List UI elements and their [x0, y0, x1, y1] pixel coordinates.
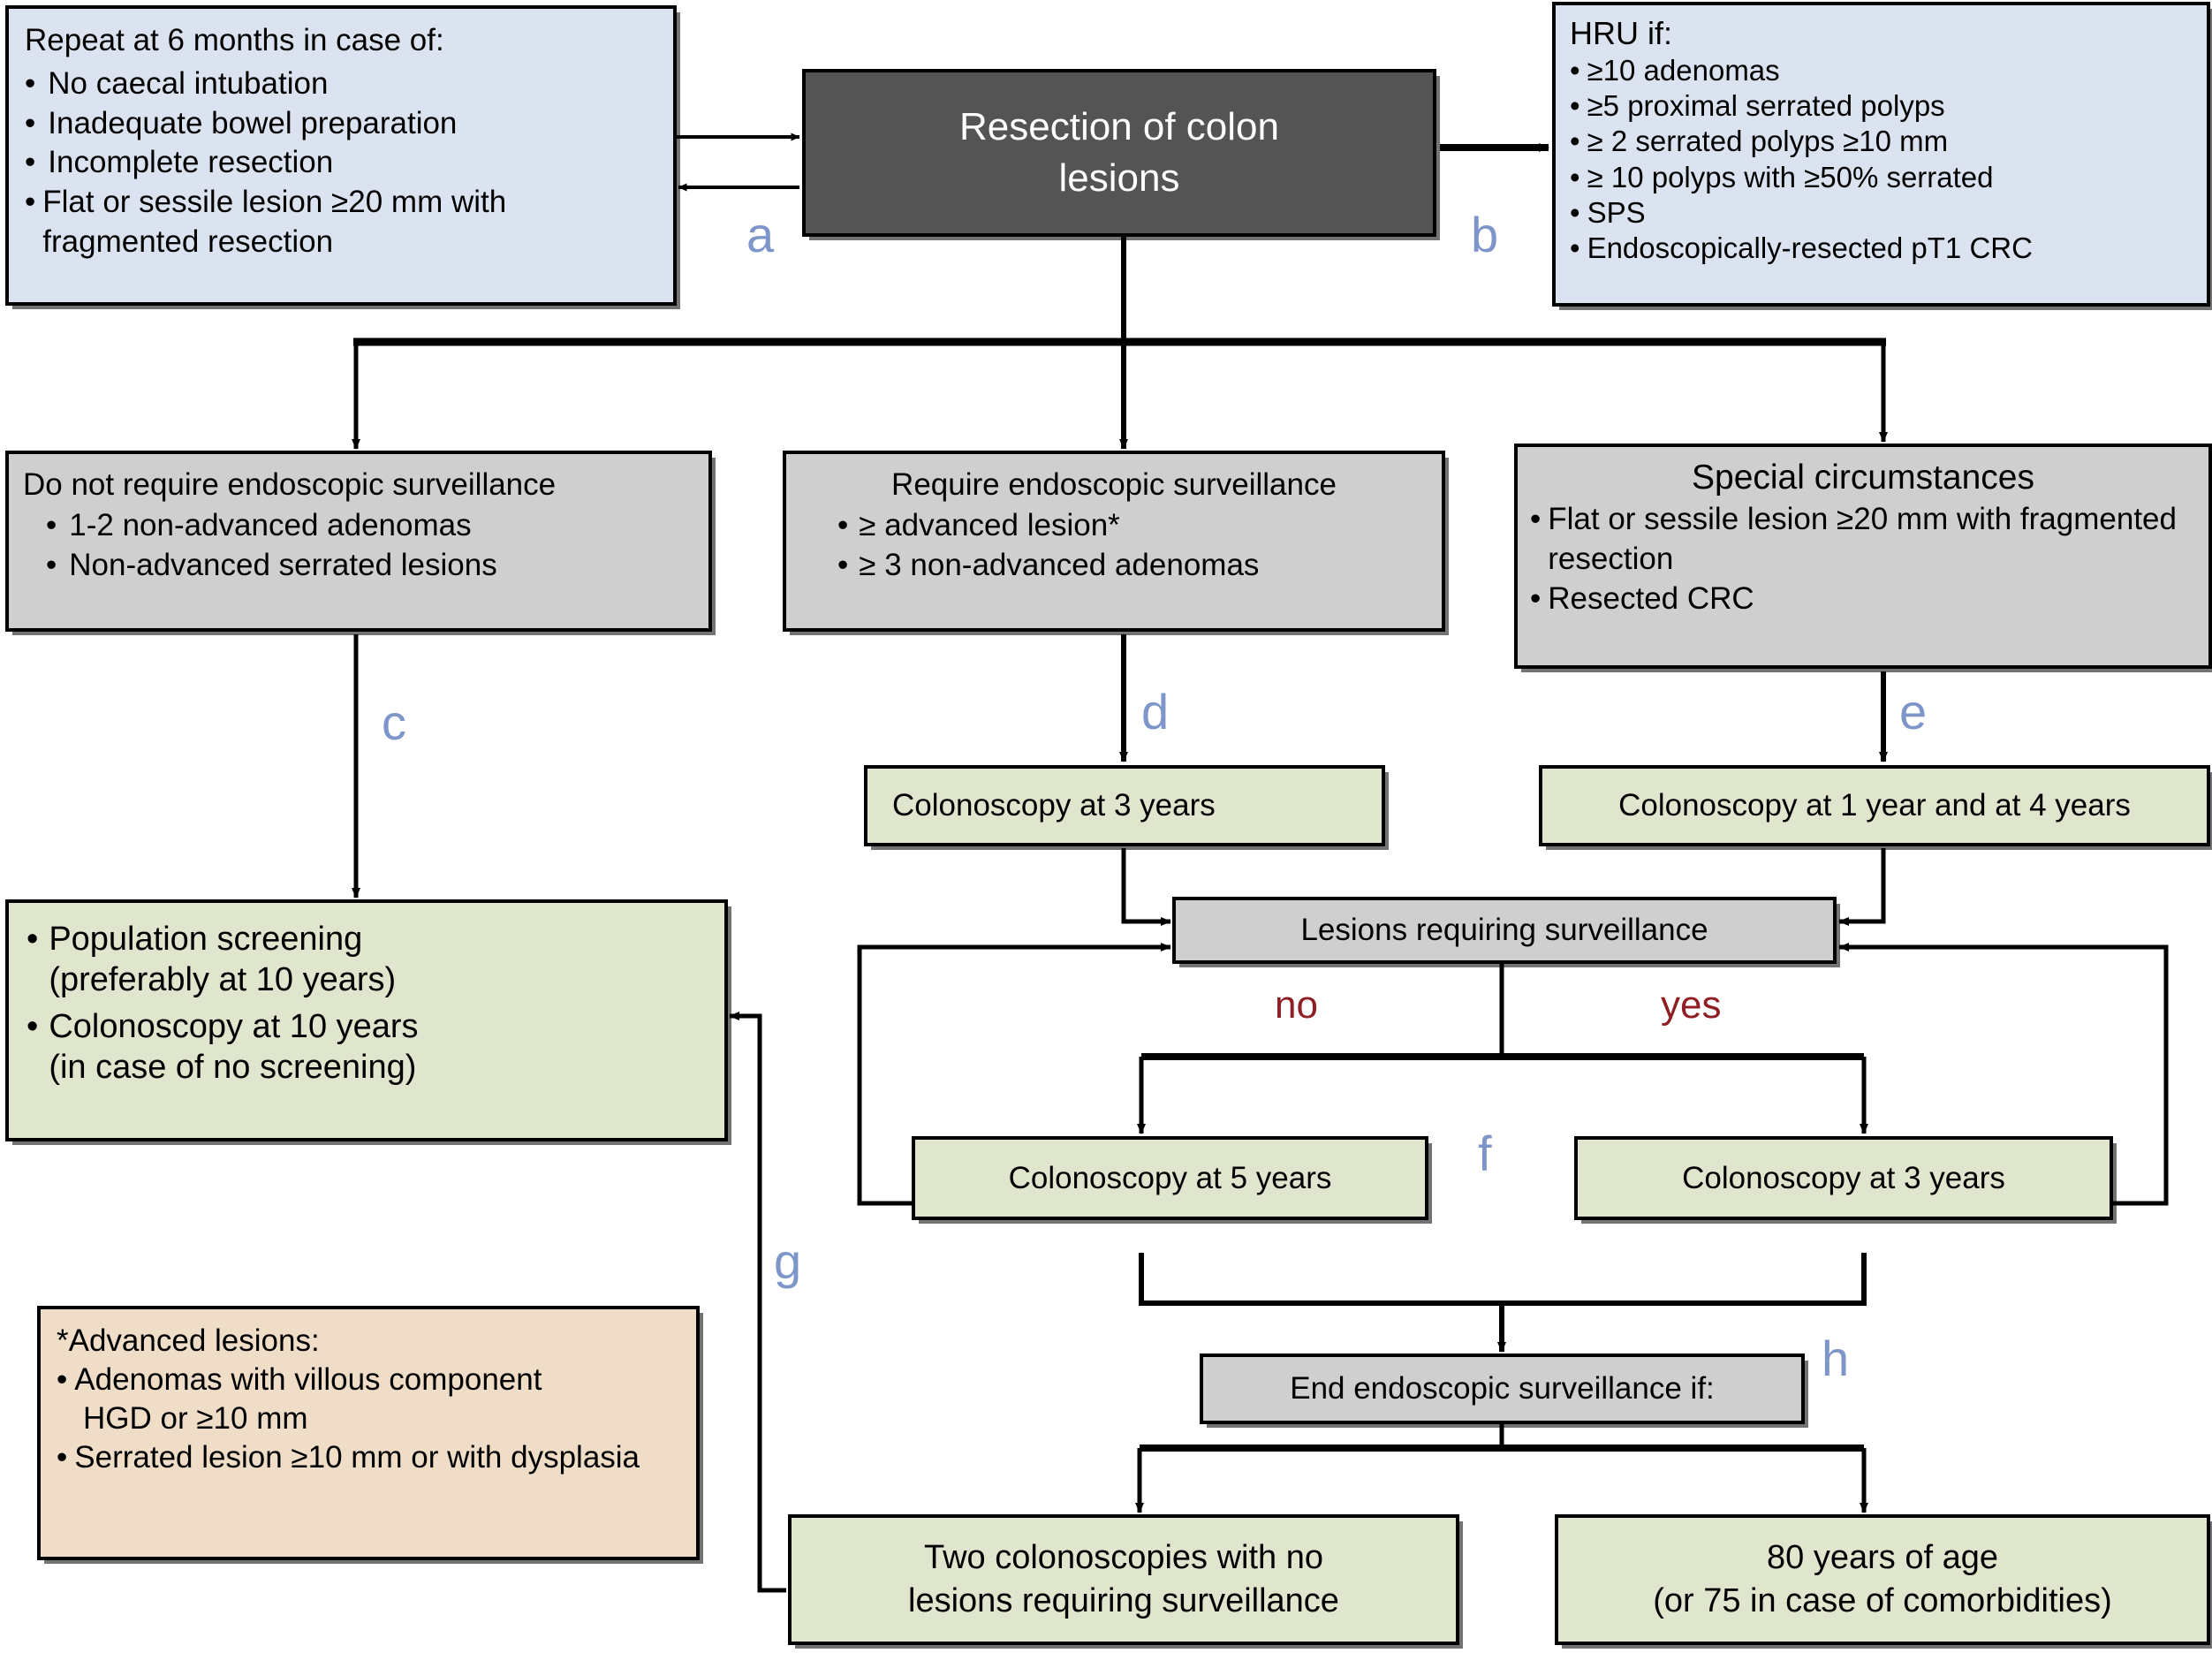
box-hru-if: HRU if: •≥10 adenomas •≥5 proximal serra…	[1552, 2, 2210, 307]
box-age-80: 80 years of age (or 75 in case of comorb…	[1555, 1514, 2210, 1645]
footnote-heading: *Advanced lesions:	[57, 1323, 320, 1358]
repeat-item: Inadequate bowel preparation	[48, 105, 458, 140]
resection-line-2: lesions	[1058, 156, 1180, 200]
bullet-icon: •	[25, 65, 36, 101]
bullet-icon: •	[25, 105, 36, 140]
box-colonoscopy-3-years-top: Colonoscopy at 3 years	[864, 765, 1385, 846]
lesions-requiring-label: Lesions requiring surveillance	[1300, 913, 1708, 947]
repeat-item: No caecal intubation	[48, 65, 329, 101]
age-80-line-1: 80 years of age	[1767, 1538, 1998, 1576]
repeat-item: Flat or sessile lesion ≥20 mm with fragm…	[42, 185, 515, 259]
bullet-icon: •	[46, 507, 57, 542]
hru-item: Endoscopically-resected pT1 CRC	[1587, 231, 2033, 265]
bullet-icon: •	[25, 145, 36, 180]
footnote-item: Serrated lesion ≥10 mm or with dysplasia	[74, 1440, 640, 1475]
special-item: Flat or sessile lesion ≥20 mm with fragm…	[1548, 501, 2185, 576]
box-colonoscopy-1y-4y: Colonoscopy at 1 year and at 4 years	[1539, 765, 2210, 846]
colo-5y-label: Colonoscopy at 5 years	[1008, 1160, 1332, 1195]
edge-label-f: f	[1478, 1126, 1492, 1181]
bullet-icon: •	[1570, 160, 1580, 193]
repeat-heading: Repeat at 6 months in case of:	[25, 23, 444, 57]
box-colonoscopy-5-years: Colonoscopy at 5 years	[912, 1136, 1428, 1220]
bullet-icon: •	[46, 548, 57, 582]
box-end-surveillance: End endoscopic surveillance if:	[1200, 1353, 1805, 1424]
bullet-icon: •	[57, 1440, 68, 1475]
edge-label-no: no	[1275, 983, 1318, 1027]
bullet-icon: •	[27, 921, 39, 958]
end-surveillance-label: End endoscopic surveillance if:	[1290, 1371, 1715, 1406]
edge-label-a: a	[746, 207, 775, 262]
no-surv-item: 1-2 non-advanced adenomas	[69, 507, 472, 542]
no-surv-heading: Do not require endoscopic surveillance	[23, 467, 557, 502]
box-do-not-require-surveillance: Do not require endoscopic surveillance •…	[5, 451, 712, 632]
hru-heading: HRU if:	[1570, 15, 1672, 51]
hru-item: ≥10 adenomas	[1587, 53, 1780, 87]
require-surv-heading: Require endoscopic surveillance	[891, 467, 1337, 502]
colo-3y-top-label: Colonoscopy at 3 years	[892, 788, 1216, 823]
footnote-item: Adenomas with villous component HGD or ≥…	[74, 1362, 542, 1437]
two-colo-line-2: lesions requiring surveillance	[908, 1582, 1339, 1619]
age-80-line-2: (or 75 in case of comorbidities)	[1653, 1582, 2112, 1619]
resection-line-1: Resection of colon	[959, 104, 1279, 148]
repeat-item: Incomplete resection	[48, 145, 334, 180]
bullet-icon: •	[1530, 580, 1542, 616]
bullet-icon: •	[57, 1362, 68, 1398]
edge-label-b: b	[1471, 207, 1499, 262]
bullet-icon: •	[1570, 231, 1580, 265]
box-special-circumstances: Special circumstances •Flat or sessile l…	[1514, 444, 2212, 669]
bullet-icon: •	[1570, 125, 1580, 158]
special-heading: Special circumstances	[1692, 459, 2034, 497]
box-lesions-requiring-surveillance: Lesions requiring surveillance	[1172, 897, 1837, 964]
bullet-icon: •	[837, 548, 849, 582]
no-surv-item: Non-advanced serrated lesions	[69, 548, 497, 582]
edge-label-c: c	[382, 694, 406, 750]
bullet-icon: •	[27, 1007, 39, 1045]
require-surv-item: ≥ advanced lesion*	[859, 507, 1120, 542]
require-surv-item: ≥ 3 non-advanced adenomas	[859, 548, 1260, 582]
box-two-colonoscopies: Two colonoscopies with no lesions requir…	[788, 1514, 1459, 1645]
population-item: Colonoscopy at 10 years (in case of no s…	[49, 1007, 419, 1087]
two-colo-line-1: Two colonoscopies with no	[923, 1538, 1324, 1576]
special-item: Resected CRC	[1548, 580, 1754, 616]
bullet-icon: •	[25, 185, 36, 220]
hru-item: ≥ 2 serrated polyps ≥10 mm	[1587, 125, 1949, 158]
box-repeat-at-6-months: Repeat at 6 months in case of: • No caeca…	[5, 5, 677, 306]
bullet-icon: •	[1530, 501, 1542, 536]
colo-1y-4y-label: Colonoscopy at 1 year and at 4 years	[1618, 788, 2131, 823]
hru-item: ≥ 10 polyps with ≥50% serrated	[1587, 160, 1994, 193]
bullet-icon: •	[1570, 195, 1580, 229]
edge-label-e: e	[1899, 684, 1928, 739]
box-resection-of-colon-lesions: Resection of colon lesions	[802, 69, 1436, 237]
edge-label-yes: yes	[1661, 983, 1722, 1027]
bullet-icon: •	[1570, 53, 1580, 87]
bullet-icon: •	[1570, 89, 1580, 123]
box-population-screening: • Population screening (preferably at 10 …	[5, 899, 728, 1141]
hru-item: SPS	[1587, 195, 1646, 229]
population-item: Population screening (preferably at 10 y…	[49, 921, 397, 999]
edge-label-h: h	[1822, 1331, 1850, 1386]
box-footnote-advanced-lesions: *Advanced lesions: •Adenomas with villou…	[37, 1306, 700, 1560]
edge-label-g: g	[774, 1233, 802, 1289]
bullet-icon: •	[837, 507, 849, 542]
box-require-surveillance: Require endoscopic surveillance • ≥ advan…	[783, 451, 1445, 632]
edge-label-d: d	[1141, 684, 1170, 739]
box-colonoscopy-3-years-bottom: Colonoscopy at 3 years	[1574, 1136, 2113, 1220]
hru-item: ≥5 proximal serrated polyps	[1587, 89, 1945, 123]
colo-3y-bottom-label: Colonoscopy at 3 years	[1682, 1160, 2005, 1195]
